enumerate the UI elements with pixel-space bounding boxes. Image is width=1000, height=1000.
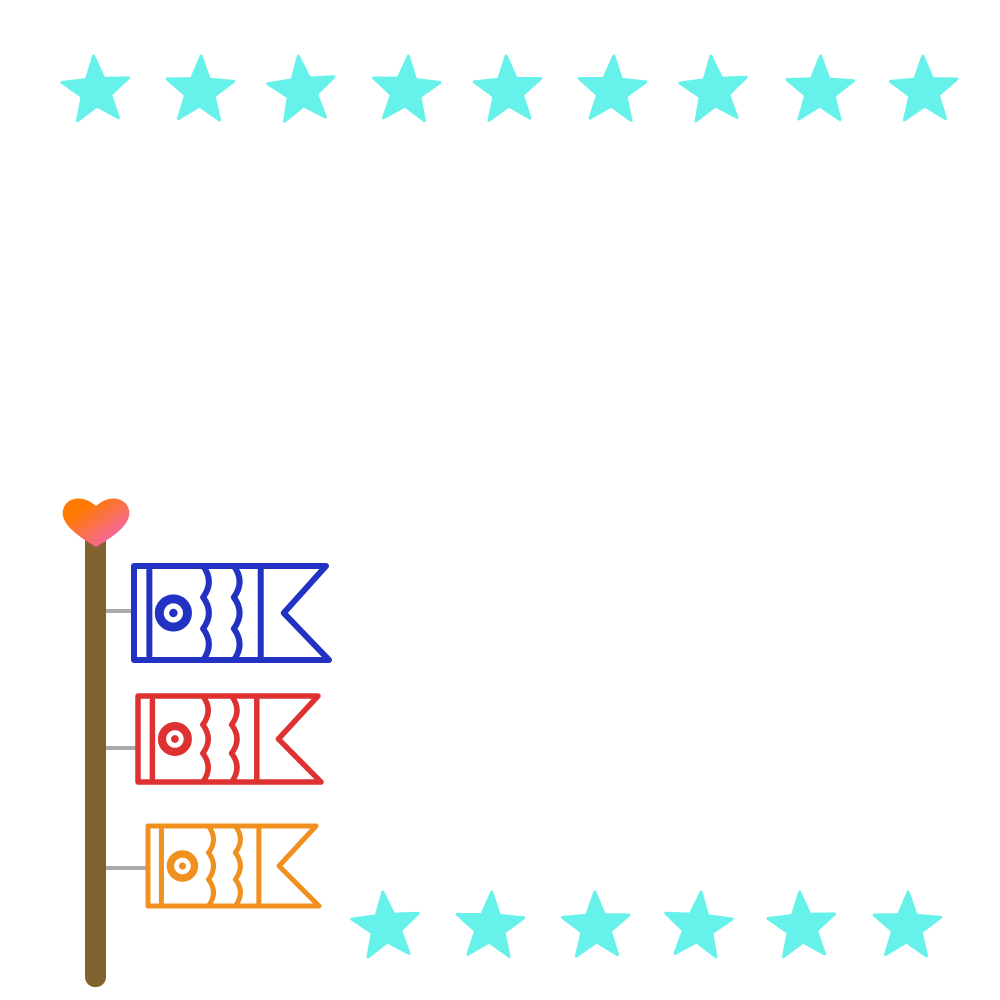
- red-carp-streamer: [135, 693, 324, 785]
- star-icon: [165, 54, 236, 122]
- star-icon: [266, 54, 336, 123]
- star-icon: [577, 54, 648, 122]
- star-icon: [664, 890, 734, 959]
- pole-group: [62, 498, 150, 987]
- scale-line: [232, 823, 243, 909]
- pole-icon: [85, 525, 106, 987]
- eye-icon: [166, 850, 199, 882]
- star-icon: [560, 890, 631, 958]
- star-icon: [766, 890, 836, 959]
- scale-line: [200, 563, 212, 663]
- star-icon: [678, 54, 748, 123]
- orange-carp-streamer: [145, 823, 322, 909]
- scale-line: [228, 693, 240, 785]
- heart-icon: [62, 498, 130, 547]
- star-icon: [872, 890, 943, 958]
- star-icon: [785, 54, 855, 122]
- blue-carp-streamer: [131, 563, 332, 663]
- bottom-star-row: [350, 890, 943, 959]
- star-icon: [888, 54, 959, 122]
- star-icon: [350, 890, 420, 959]
- star-icon: [60, 54, 130, 123]
- scale-line: [205, 823, 217, 909]
- scale-line: [230, 563, 243, 663]
- star-icon: [455, 890, 526, 958]
- scale-line: [200, 693, 211, 785]
- carp-streamers: [131, 563, 332, 909]
- eye-icon: [157, 721, 192, 757]
- star-icon: [472, 54, 543, 122]
- top-star-row: [60, 54, 959, 123]
- eye-icon: [154, 594, 192, 632]
- star-icon: [372, 54, 442, 123]
